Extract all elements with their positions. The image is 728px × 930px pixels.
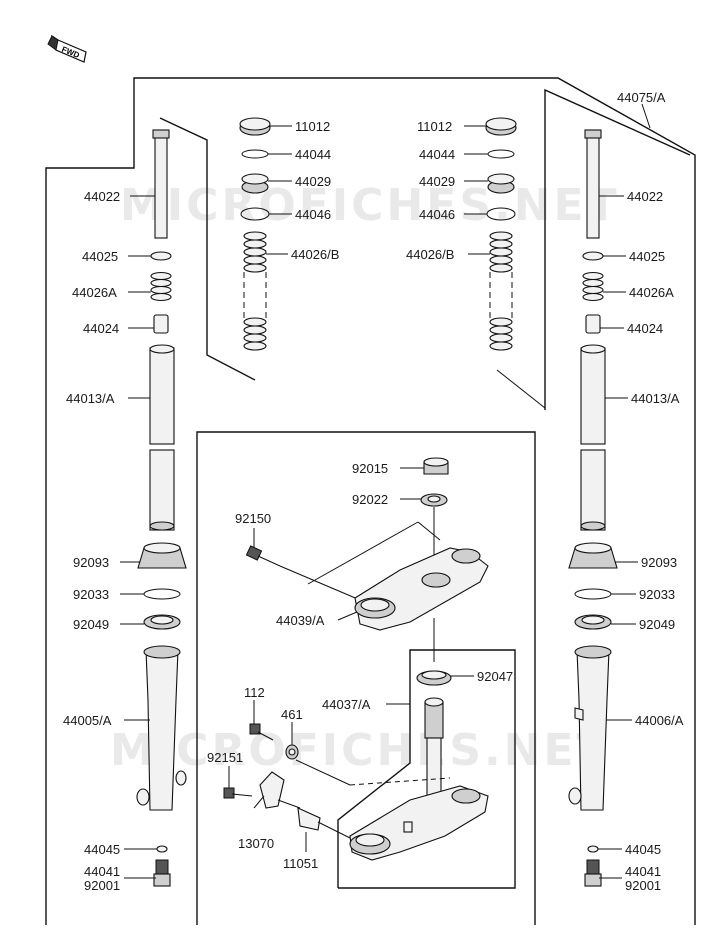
label-92049-right: 92049	[639, 617, 675, 632]
label-44044-left: 44044	[295, 147, 331, 162]
label-44013a-right: 44013/A	[631, 391, 680, 406]
label-92015: 92015	[352, 461, 388, 476]
label-44026a-right: 44026A	[629, 285, 674, 300]
fwd-label: FWD	[60, 45, 80, 60]
label-44045-left: 44045	[84, 842, 120, 857]
label-92033-left: 92033	[73, 587, 109, 602]
right-spring-column	[485, 117, 517, 351]
label-44029-right: 44029	[419, 174, 455, 189]
label-44037a: 44037/A	[322, 697, 371, 712]
label-44006a: 44006/A	[635, 713, 684, 728]
label-44026b-right: 44026/B	[406, 247, 454, 262]
label-44022-right: 44022	[627, 189, 663, 204]
label-44025-left: 44025	[82, 249, 118, 264]
label-92093-right: 92093	[641, 555, 677, 570]
label-11051: 11051	[283, 856, 318, 871]
label-44025-right: 44025	[629, 249, 665, 264]
label-44041-right: 44041	[625, 864, 661, 879]
label-44022-left: 44022	[84, 189, 120, 204]
label-92022: 92022	[352, 492, 388, 507]
label-44075a: 44075/A	[617, 90, 666, 105]
label-461: 461	[281, 707, 303, 722]
label-11012-right: 11012	[417, 119, 452, 134]
label-44046-left: 44046	[295, 207, 331, 222]
right-fork	[568, 129, 618, 887]
frame-lines	[45, 77, 696, 925]
label-92033-right: 92033	[639, 587, 675, 602]
label-44024-left: 44024	[83, 321, 119, 336]
label-44045-right: 44045	[625, 842, 661, 857]
left-spring-column	[239, 117, 271, 351]
spring-small-left	[150, 271, 172, 302]
label-92093-left: 92093	[73, 555, 109, 570]
label-112: 112	[244, 685, 265, 700]
label-92151: 92151	[207, 750, 243, 765]
label-92049-left: 92049	[73, 617, 109, 632]
watermark-top: MICROFICHES.NET	[120, 180, 620, 231]
label-92150: 92150	[235, 511, 271, 526]
label-92047: 92047	[477, 669, 513, 684]
left-fork	[136, 129, 187, 887]
label-44013a-left: 44013/A	[66, 391, 115, 406]
watermark-bottom: MICROFICHES.NET	[110, 725, 610, 776]
label-92001-left: 92001	[84, 878, 120, 893]
label-11012-left: 11012	[295, 119, 330, 134]
bolt-92150	[245, 545, 281, 567]
label-44029-left: 44029	[295, 174, 331, 189]
leader-lines	[120, 103, 651, 879]
spring-long-left	[243, 231, 267, 351]
fwd-arrow-icon: FWD	[47, 34, 87, 63]
label-44041-left: 44041	[84, 864, 120, 879]
label-44005a: 44005/A	[63, 713, 112, 728]
label-44046-right: 44046	[419, 207, 455, 222]
label-44026b-left: 44026/B	[291, 247, 339, 262]
label-44026a-left: 44026A	[72, 285, 117, 300]
part-labels: 11012 11012 44044 44044 44029 44029 4404…	[63, 90, 684, 893]
damper-rod-left	[154, 131, 168, 239]
center-assembly	[223, 457, 489, 861]
spring-long-right	[489, 231, 513, 351]
label-44039a: 44039/A	[276, 613, 325, 628]
label-44044-right: 44044	[419, 147, 455, 162]
label-13070: 13070	[238, 836, 274, 851]
label-92001-right: 92001	[625, 878, 661, 893]
label-44024-right: 44024	[627, 321, 663, 336]
